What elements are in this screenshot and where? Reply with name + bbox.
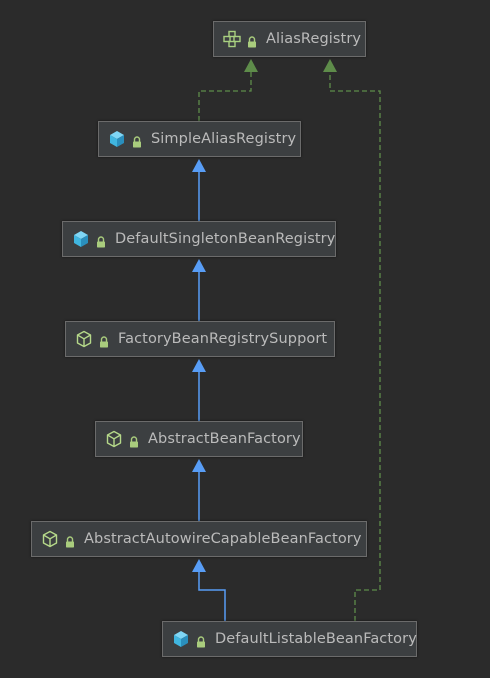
lock-icon — [132, 133, 142, 148]
node-label: AbstractAutowireCapableBeanFactory — [84, 531, 362, 547]
lock-icon — [196, 633, 206, 648]
abstract-class-cube-icon — [105, 430, 123, 448]
arrowhead-implements-simple-alias-registry — [244, 59, 258, 72]
abstract-class-cube-icon — [75, 330, 93, 348]
arrowhead-extends-default-listable-bean-factory — [192, 559, 206, 572]
node-alias-registry[interactable]: AliasRegistry — [213, 21, 366, 57]
node-abstract-bean-factory[interactable]: AbstractBeanFactory — [95, 421, 303, 457]
node-label: AbstractBeanFactory — [148, 431, 301, 447]
node-label: SimpleAliasRegistry — [151, 131, 297, 147]
edge-extends-default-listable-bean-factory — [198, 571, 226, 621]
node-label: FactoryBeanRegistrySupport — [118, 331, 328, 347]
node-default-listable-bean-factory[interactable]: DefaultListableBeanFactory — [162, 621, 417, 657]
node-label: AliasRegistry — [266, 31, 362, 47]
node-default-singleton-bean-registry[interactable]: DefaultSingletonBeanRegistry — [62, 221, 336, 257]
arrowhead-extends-default-singleton-bean-registry — [192, 159, 206, 172]
node-label: DefaultSingletonBeanRegistry — [115, 231, 336, 247]
lock-icon — [247, 33, 257, 48]
class-cube-icon — [72, 230, 90, 248]
edge-implements-simple-alias-registry — [198, 71, 252, 121]
node-abstract-autowire-capable-bean-factory[interactable]: AbstractAutowireCapableBeanFactory — [31, 521, 367, 557]
node-label: DefaultListableBeanFactory — [215, 631, 417, 647]
lock-icon — [129, 433, 139, 448]
edge-implements-default-listable-bean-factory — [329, 71, 381, 621]
node-factory-bean-registry-support[interactable]: FactoryBeanRegistrySupport — [65, 321, 335, 357]
interface-icon — [223, 30, 241, 48]
lock-icon — [96, 233, 106, 248]
arrowhead-extends-factory-bean-registry-support — [192, 259, 206, 272]
lock-icon — [99, 333, 109, 348]
class-cube-icon — [108, 130, 126, 148]
node-simple-alias-registry[interactable]: SimpleAliasRegistry — [98, 121, 301, 157]
lock-icon — [65, 533, 75, 548]
arrowhead-extends-abstract-autowire-capable-bean-factory — [192, 459, 206, 472]
arrowhead-implements-default-listable-bean-factory — [323, 59, 337, 72]
class-cube-icon — [172, 630, 190, 648]
arrowhead-extends-abstract-bean-factory — [192, 359, 206, 372]
abstract-class-cube-icon — [41, 530, 59, 548]
